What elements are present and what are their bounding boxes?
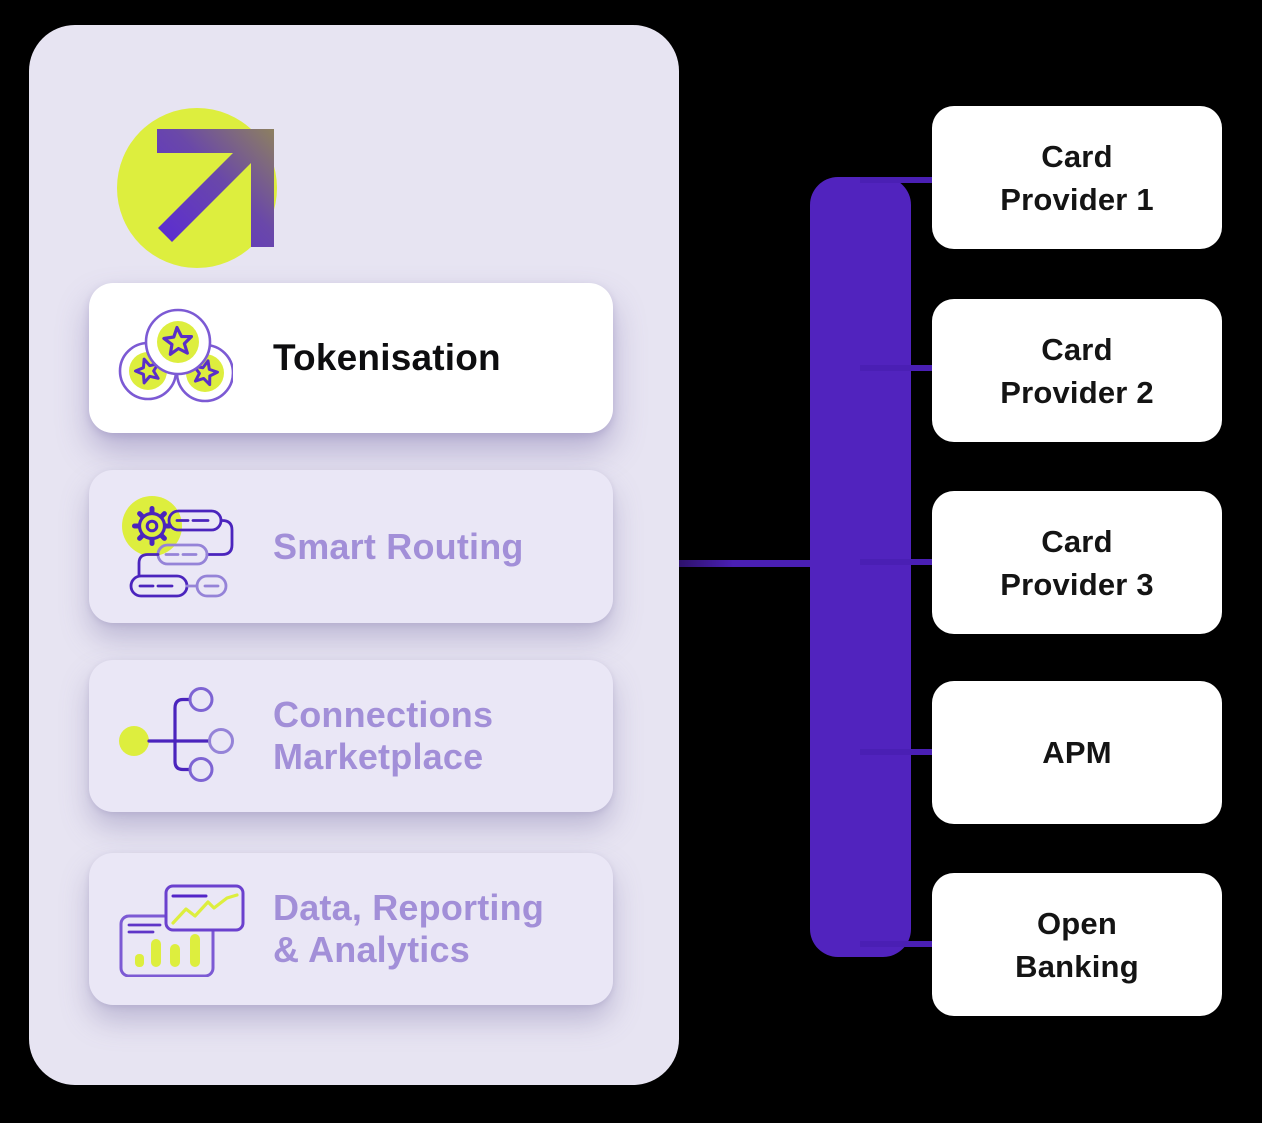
gear-badge-circle [122, 496, 182, 556]
charts-report-icon [119, 884, 245, 977]
trunk-stub-card-provider-2 [860, 365, 932, 371]
provider-label: Card Provider 2 [1000, 331, 1154, 410]
provider-card-card-provider-2: Card Provider 2 [932, 299, 1222, 442]
logo-arrow [157, 129, 274, 247]
provider-card-open-banking: Open Banking [932, 873, 1222, 1016]
feature-card-connections-marketplace: Connections Marketplace [89, 660, 613, 812]
provider-card-card-provider-3: Card Provider 3 [932, 491, 1222, 634]
trunk-stub-apm [860, 749, 932, 755]
line-chart-panel [164, 884, 245, 932]
branch-node-bottom [188, 757, 214, 782]
provider-label: Card Provider 1 [1000, 138, 1154, 217]
feature-label-smart-routing: Smart Routing [273, 525, 524, 567]
provider-label: Open Banking [1015, 905, 1139, 984]
branch-network-icon [119, 687, 234, 782]
trunk-stub-open-banking [860, 941, 932, 947]
token-coins-icon [118, 308, 233, 403]
branch-lines [147, 697, 212, 772]
provider-label: Card Provider 3 [1000, 523, 1154, 602]
routing-gear-icon [122, 496, 234, 598]
feature-label-tokenisation: Tokenisation [273, 337, 501, 378]
provider-card-apm: APM [932, 681, 1222, 824]
provider-card-card-provider-1: Card Provider 1 [932, 106, 1222, 249]
feature-label-data-reporting: Data, Reporting & Analytics [273, 887, 545, 970]
gear-glyph [132, 506, 172, 546]
feature-card-tokenisation: Tokenisation [89, 283, 613, 433]
platform-panel: Tokenisation [29, 25, 679, 1085]
feature-card-smart-routing: Smart Routing [89, 470, 613, 623]
feature-card-data-reporting: Data, Reporting & Analytics [89, 853, 613, 1005]
coin-top [144, 308, 212, 376]
branch-node-top [188, 687, 214, 712]
branch-node-middle [208, 728, 234, 754]
trunk-stub-card-provider-3 [860, 559, 932, 565]
trunk-stub-card-provider-1 [860, 177, 932, 183]
feature-label-connections-marketplace: Connections Marketplace [273, 694, 494, 777]
upward-arrow-logo [117, 108, 277, 268]
branch-root-dot [119, 726, 149, 756]
provider-label: APM [1042, 735, 1112, 770]
route-node-bottom-right [185, 574, 228, 598]
panel-to-trunk-line [679, 560, 860, 567]
route-node-top [167, 509, 234, 556]
trunk-connector-bar [810, 177, 911, 957]
